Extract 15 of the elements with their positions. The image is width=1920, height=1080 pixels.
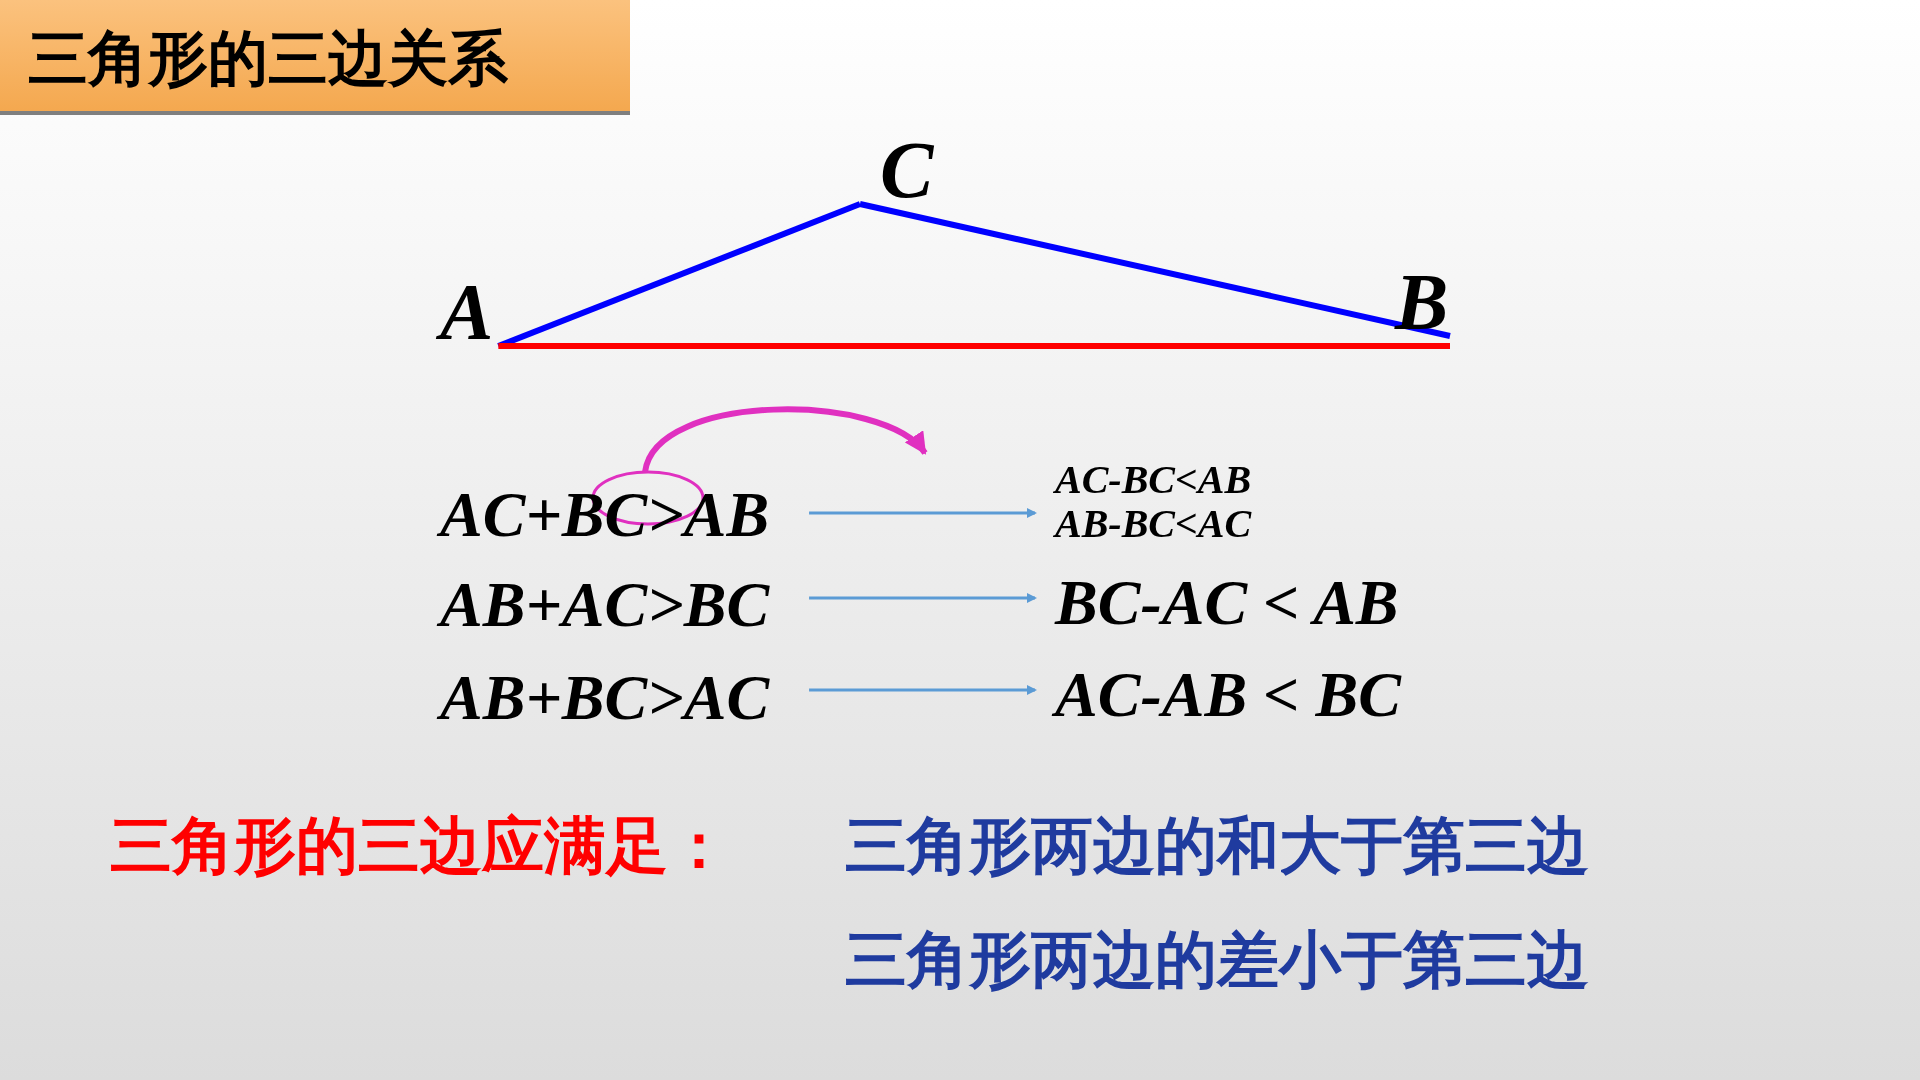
inequality: AC-BC<AB [1055, 458, 1252, 502]
vertex-label: C [880, 130, 934, 210]
triangle-side [498, 343, 1450, 349]
vertex-label: B [1395, 262, 1449, 342]
title-banner: 三角形的三边关系 [0, 0, 630, 115]
arrow [809, 508, 1037, 518]
inequality: BC-AC < AB [1055, 568, 1399, 638]
arrow [809, 593, 1037, 603]
arrow [809, 685, 1037, 695]
statement-text: 三角形两边的和大于第三边 [845, 808, 1589, 884]
inequality: AB-BC<AC [1055, 502, 1252, 546]
curved-arrow [591, 406, 928, 526]
triangle-side [859, 201, 1451, 339]
statement-text: 三角形两边的差小于第三边 [845, 922, 1589, 998]
statement-text: 三角形的三边应满足： [110, 808, 730, 884]
